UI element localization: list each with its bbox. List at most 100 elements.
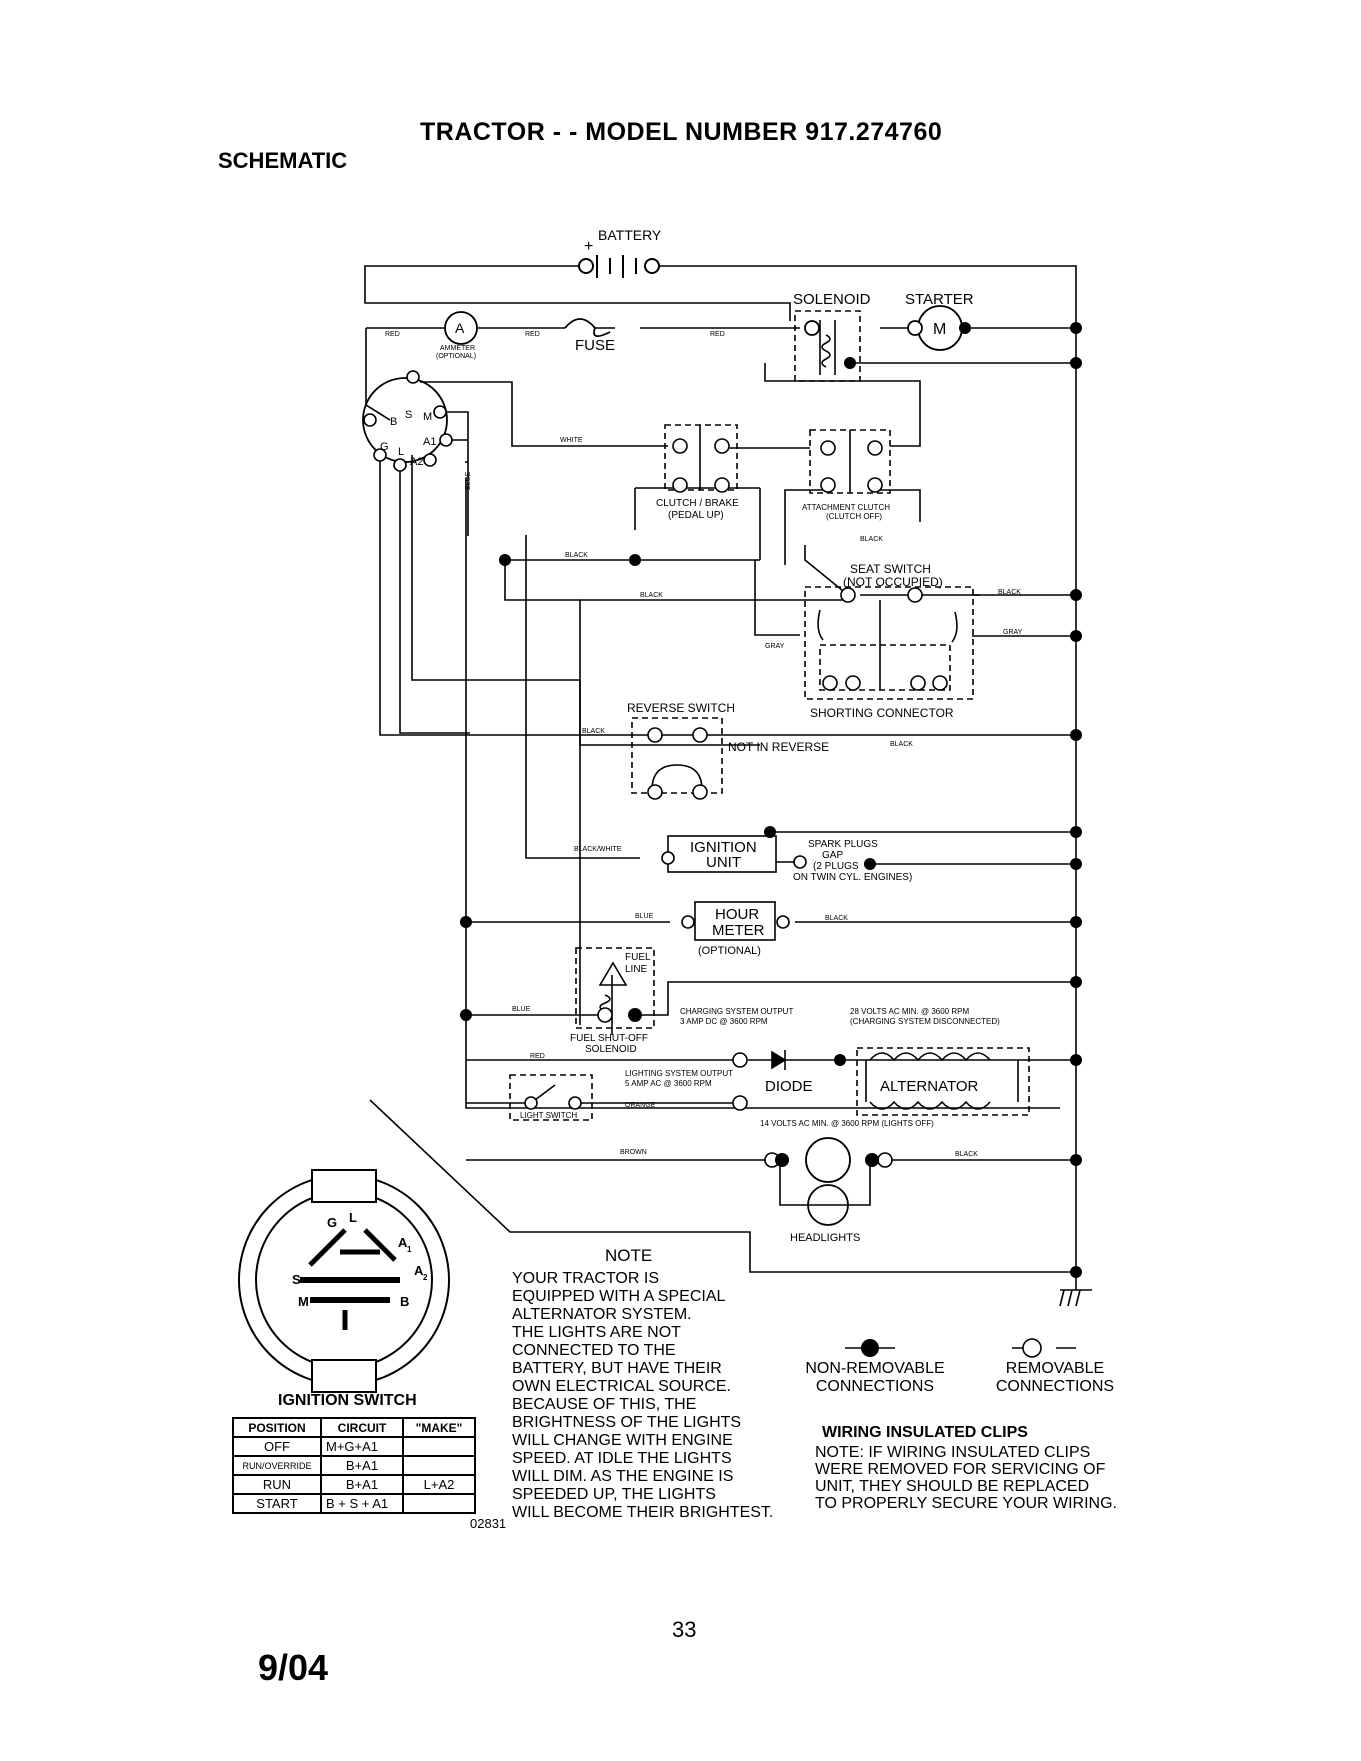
label-spark-plugs: SPARK PLUGS <box>808 839 878 850</box>
fuse-symbol <box>564 318 611 338</box>
table-cell: L+A2 <box>402 1474 476 1495</box>
note-line: SPEEDED UP, THE LIGHTS <box>512 1486 716 1503</box>
note-body: YOUR TRACTOR IS EQUIPPED WITH A SPECIAL … <box>512 1270 812 1522</box>
removable-connections <box>363 370 1042 1358</box>
label-alternator: ALTERNATOR <box>880 1078 979 1095</box>
legend-removable-line2: CONNECTIONS <box>995 1378 1115 1395</box>
wire-black-white: BLACK/WHITE <box>574 846 622 853</box>
wiring-clips-heading: WIRING INSULATED CLIPS <box>822 1424 1028 1441</box>
face-label-g: G <box>327 1215 337 1230</box>
label-headlights: HEADLIGHTS <box>790 1232 860 1244</box>
label-fuse: FUSE <box>575 337 615 354</box>
label-diode: DIODE <box>765 1078 813 1095</box>
label-seat-switch: SEAT SWITCH <box>850 562 931 576</box>
wiring-clips-line: TO PROPERLY SECURE YOUR WIRING. <box>815 1495 1117 1512</box>
column-header: POSITION <box>232 1417 322 1438</box>
label-fuel-shutoff-1: FUEL SHUT-OFF <box>570 1033 648 1044</box>
note-line: THE LIGHTS ARE NOT <box>512 1324 681 1341</box>
ignition-switch-face <box>238 1169 450 1393</box>
label-attachment-clutch: ATTACHMENT CLUTCH <box>802 503 890 512</box>
diagram-labels: BATTERY + SOLENOID STARTER A M AMMETER (… <box>292 227 1023 1309</box>
note-line: SPEED. AT IDLE THE LIGHTS <box>512 1450 732 1467</box>
label-28-volts-1: 28 VOLTS AC MIN. @ 3600 RPM <box>850 1007 969 1016</box>
document-code: 02831 <box>470 1516 507 1531</box>
label-charging-output-2: 3 AMP DC @ 3600 RPM <box>680 1017 768 1026</box>
table-cell <box>402 1455 476 1476</box>
wire-blue-2: BLUE <box>512 1006 531 1013</box>
label-terminal-a2: A2 <box>410 456 423 468</box>
face-label-a1-sub: 1 <box>407 1245 412 1254</box>
revision-date: 9/04 <box>258 1647 329 1688</box>
wire-red-4: RED <box>530 1053 545 1060</box>
wire-red-1: RED <box>385 331 400 338</box>
column-header: "MAKE" <box>402 1417 476 1438</box>
note-line: BRIGHTNESS OF THE LIGHTS <box>512 1414 742 1431</box>
label-ignition-unit-1: IGNITION <box>690 839 757 856</box>
table-cell: B+A1 <box>320 1455 404 1476</box>
wire-black-4: BLACK <box>582 728 605 735</box>
wire-black-7: BLACK <box>955 1151 978 1158</box>
label-clutch-brake: CLUTCH / BRAKE <box>656 498 739 509</box>
label-hour-meter-2: METER <box>712 922 765 939</box>
table-cell <box>402 1436 476 1457</box>
note-line: ALTERNATOR SYSTEM. <box>512 1306 692 1323</box>
table-row: OFF M+G+A1 <box>232 1436 476 1457</box>
note-line: WILL DIM. AS THE ENGINE IS <box>512 1468 734 1485</box>
table-row: RUN/OVERRIDE B+A1 <box>232 1455 476 1476</box>
label-reverse-switch: REVERSE SWITCH <box>627 701 735 715</box>
label-ammeter: AMMETER <box>440 345 475 352</box>
battery-symbol <box>578 255 660 278</box>
ignition-switch-table: POSITION CIRCUIT "MAKE" OFF M+G+A1 RUN/O… <box>232 1417 476 1514</box>
wire-red-2: RED <box>525 331 540 338</box>
legend-non-removable-line1: NON-REMOVABLE <box>805 1360 945 1377</box>
table-cell: B + S + A1 <box>320 1493 404 1514</box>
table-cell: RUN <box>232 1474 322 1495</box>
table-header-row: POSITION CIRCUIT "MAKE" <box>232 1417 476 1438</box>
label-terminal-s: S <box>405 409 412 421</box>
wire-black-3: BLACK <box>998 589 1021 596</box>
wire-brown: BROWN <box>620 1149 647 1156</box>
note-line: YOUR TRACTOR IS <box>512 1270 659 1287</box>
label-terminal-g: G <box>380 441 389 453</box>
legend-removable: REMOVABLE CONNECTIONS <box>985 1360 1125 1396</box>
wire-blue-1: BLUE <box>635 913 654 920</box>
table-cell: B+A1 <box>320 1474 404 1495</box>
label-not-in-reverse: NOT IN REVERSE <box>728 740 829 754</box>
face-label-m: M <box>298 1294 309 1309</box>
note-heading: NOTE <box>605 1246 653 1265</box>
label-shorting-connector: SHORTING CONNECTOR <box>810 706 954 720</box>
label-ammeter-letter: A <box>455 320 465 336</box>
label-ignition-unit-2: UNIT <box>706 854 741 871</box>
table-row: RUN B+A1 L+A2 <box>232 1474 476 1495</box>
label-28-volts-2: (CHARGING SYSTEM DISCONNECTED) <box>850 1017 1000 1026</box>
page-number: 33 <box>672 1617 697 1642</box>
label-starter-letter: M <box>933 321 946 338</box>
column-header: CIRCUIT <box>320 1417 404 1438</box>
face-label-a2-sub: 2 <box>423 1273 428 1282</box>
label-attachment-clutch-sub: (CLUTCH OFF) <box>826 512 882 521</box>
table-cell: M+G+A1 <box>320 1436 404 1457</box>
table-cell: RUN/OVERRIDE <box>232 1455 322 1476</box>
label-plugs-note-1: (2 PLUGS <box>813 861 859 872</box>
ignition-switch-title: IGNITION SWITCH <box>278 1392 417 1409</box>
label-battery: BATTERY <box>598 227 662 243</box>
face-label-s: S <box>292 1272 301 1287</box>
wire-orange: ORANGE <box>625 1102 656 1109</box>
wiring-clips-body: NOTE: IF WIRING INSULATED CLIPS WERE REM… <box>815 1444 1175 1512</box>
label-starter: STARTER <box>905 291 974 308</box>
wire-black-1: BLACK <box>565 552 588 559</box>
label-solenoid: SOLENOID <box>793 291 871 308</box>
label-ammeter-optional: (OPTIONAL) <box>436 353 476 360</box>
note-line: OWN ELECTRICAL SOURCE. <box>512 1378 731 1395</box>
label-light-switch: LIGHT SWITCH <box>520 1111 577 1120</box>
label-hour-meter-optional: (OPTIONAL) <box>698 945 761 957</box>
non-removable-connections <box>460 322 1082 1357</box>
label-clutch-brake-sub: (PEDAL UP) <box>668 510 724 521</box>
wire-black-2: BLACK <box>640 592 663 599</box>
note-line: WILL CHANGE WITH ENGINE <box>512 1432 733 1449</box>
table-cell <box>402 1493 476 1514</box>
label-lighting-output-2: 5 AMP AC @ 3600 RPM <box>625 1079 712 1088</box>
wiring-clips-line: UNIT, THEY SHOULD BE REPLACED <box>815 1478 1090 1495</box>
label-hour-meter-1: HOUR <box>715 906 759 923</box>
